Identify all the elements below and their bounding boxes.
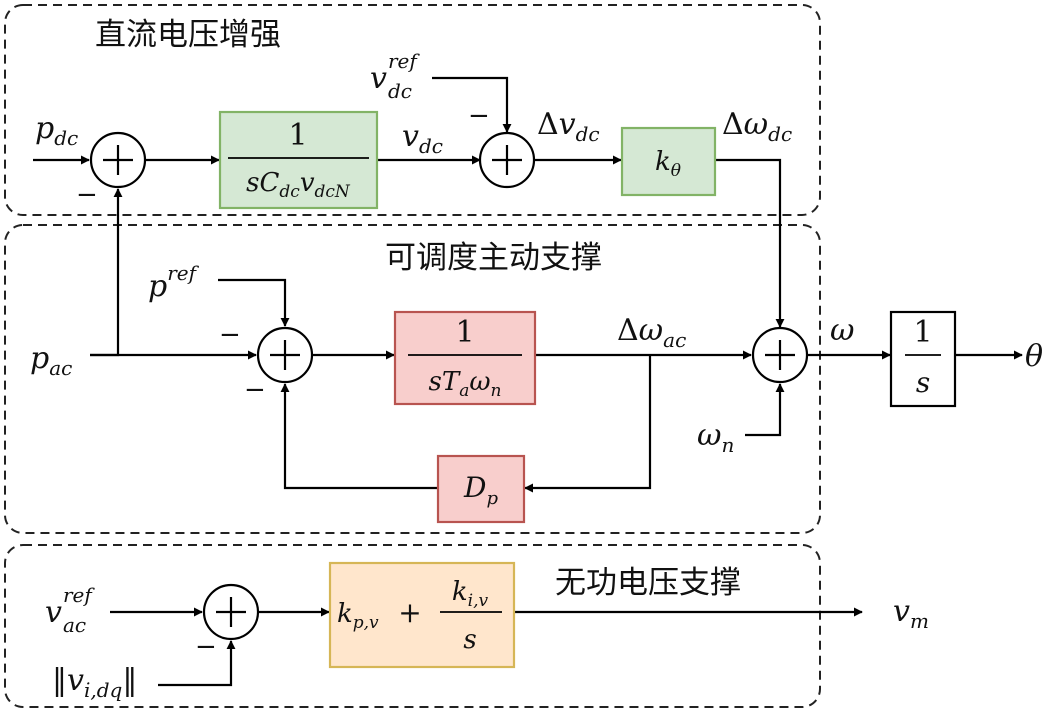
svg-text:1: 1 <box>913 315 932 350</box>
droop-dp-block: Dp <box>436 454 526 524</box>
wire-dw-dc-to-sum4 <box>716 158 785 328</box>
svg-text:s: s <box>463 625 476 655</box>
dc-voltage-region-title: 直流电压增强 <box>95 17 281 53</box>
ac-gain-block: 1 sTaωn <box>393 310 537 406</box>
wire-p-ac-to-sum1 <box>90 188 123 357</box>
svg-text:ki,v: ki,v <box>452 577 489 611</box>
k-theta-block: kθ <box>620 126 717 197</box>
summing-junction-ac-power <box>256 326 314 384</box>
svg-text:dc: dc <box>388 79 412 103</box>
label-vdc-ref: v ref dc <box>370 49 420 103</box>
svg-text:1: 1 <box>288 118 307 153</box>
svg-text:+: + <box>398 596 421 629</box>
label-omega-n: ωn <box>697 418 734 457</box>
svg-text:v: v <box>45 595 62 630</box>
active-support-region-title: 可调度主动支撑 <box>385 240 602 276</box>
wire-p-ref <box>218 278 290 327</box>
dc-gain-block: 1 sCdcvdcN <box>218 110 379 210</box>
summing-junction-frequency <box>751 326 809 384</box>
minus-sign-sum1: − <box>76 180 98 210</box>
dc-voltage-region <box>4 4 821 216</box>
svg-text:ac: ac <box>63 613 86 637</box>
pi-controller-block: kp,v + ki,v s <box>328 561 516 669</box>
summing-junction-ac-voltage <box>202 583 260 641</box>
minus-sign-sum3-left: − <box>219 320 241 350</box>
svg-text:ref: ref <box>388 49 420 73</box>
minus-sign-sum3-bottom: − <box>244 375 266 405</box>
label-p-ac: pac <box>30 341 72 380</box>
svg-text:kθ: kθ <box>655 147 681 181</box>
svg-text:sCdcvdcN: sCdcvdcN <box>246 168 351 202</box>
label-v-m: vm <box>893 594 929 633</box>
label-delta-omega-ac: Δωac <box>617 313 686 352</box>
reactive-support-region <box>4 544 821 708</box>
label-theta: θ <box>1025 339 1043 374</box>
label-p-ref: pref <box>148 261 200 304</box>
summing-junction-dc-voltage <box>478 131 536 189</box>
svg-text:1: 1 <box>455 315 474 350</box>
label-vac-ref: v ref ac <box>45 583 95 637</box>
wire-vdc-ref <box>432 76 512 133</box>
svg-text:kp,v: kp,v <box>337 599 379 633</box>
svg-text:sTaωn: sTaωn <box>429 367 502 401</box>
wire-omega-n <box>745 383 785 437</box>
label-delta-omega-dc: Δωdc <box>722 107 792 146</box>
reactive-support-region-title: 无功电压支撑 <box>555 565 741 601</box>
svg-text:v: v <box>370 61 387 96</box>
label-omega: ω <box>830 313 854 348</box>
svg-text:Dp: Dp <box>463 471 498 509</box>
wire-dp-feedback <box>280 383 438 490</box>
label-v-dc: vdc <box>402 119 443 158</box>
label-p-dc: pdc <box>35 111 78 150</box>
svg-text:s: s <box>916 366 930 399</box>
summing-junction-dc-power <box>89 131 147 189</box>
label-delta-v-dc: Δvdc <box>537 107 600 146</box>
svg-text:ref: ref <box>63 583 95 607</box>
wire-v-norm-input <box>158 640 236 687</box>
integrator-block: 1 s <box>889 310 957 408</box>
minus-sign-sum2: − <box>468 101 490 131</box>
minus-sign-sum5: − <box>195 632 217 662</box>
wire-dw-ac-to-dp <box>524 355 652 493</box>
label-v-norm: ‖vi,dq‖ <box>52 663 137 702</box>
